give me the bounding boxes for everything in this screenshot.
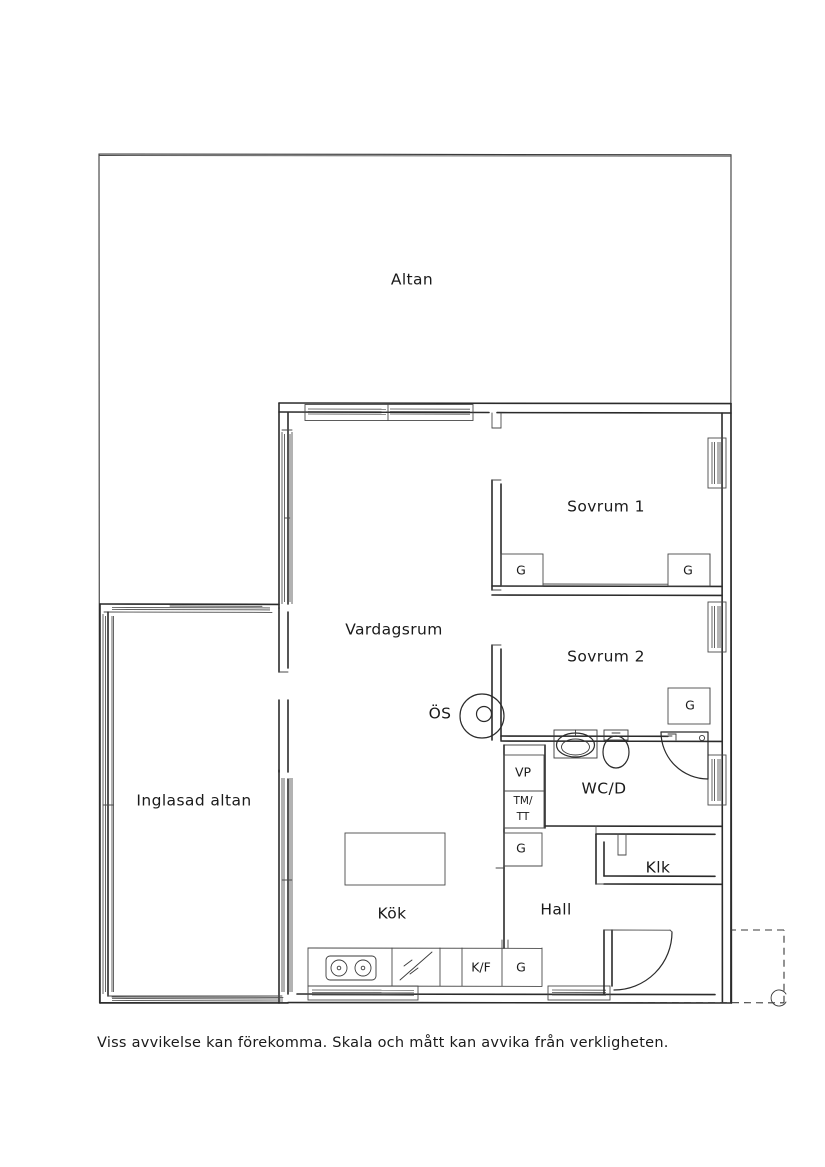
disclaimer-caption: Viss avvikelse kan förekomma. Skala och …: [97, 1035, 669, 1051]
shower-icon: [660, 731, 709, 780]
fixture-label-g-kok: G: [516, 841, 526, 856]
stove-circle-icon: [459, 693, 505, 739]
window-wc-east: [707, 754, 727, 806]
utility-column: [503, 744, 546, 869]
room-label-vardagsrum: Vardagsrum: [345, 621, 443, 639]
inglasad-altan-structure: [99, 603, 293, 1004]
fixture-label-g-sovrum2: G: [685, 698, 695, 713]
kitchen-sink-icon: [325, 955, 377, 981]
window-hall-south: [547, 985, 611, 1001]
room-label-klk: Klk: [646, 859, 671, 877]
fixture-label-g-sovrum1-east: G: [683, 563, 693, 578]
fixture-label-tt: TT: [516, 811, 530, 823]
interior-wall-bedrooms-west: [491, 412, 502, 741]
fixture-label-g-sovrum1-west: G: [516, 563, 526, 578]
kitchen-counter: [307, 939, 543, 987]
room-label-hall: Hall: [540, 901, 571, 919]
vardagsrum-top-sliding-door: [304, 404, 474, 421]
room-label-sovrum-1: Sovrum 1: [567, 498, 645, 516]
veranda-right-glass-door: [278, 699, 293, 992]
sink-icon: [553, 729, 598, 759]
kitchen-hall-wall: [495, 867, 505, 949]
veranda-bottom-glass: [111, 996, 284, 1002]
room-label-inglasad-altan: Inglasad altan: [136, 792, 251, 810]
room-label-kok: Kök: [377, 905, 406, 923]
window-sovrum1-east: [707, 437, 727, 489]
veranda-top-glass: [111, 605, 271, 611]
canopy-dashed-outline: [611, 929, 787, 1007]
fixture-label-os: ÖS: [429, 704, 452, 723]
veranda-left-glass: [102, 614, 114, 994]
toilet-icon: [602, 729, 630, 769]
fixture-label-vp: VP: [515, 765, 532, 780]
room-label-sovrum-2: Sovrum 2: [567, 648, 645, 666]
fixture-label-g-kf: G: [516, 960, 526, 975]
vardagsrum-left-sliding-door: [281, 429, 293, 604]
room-label-wc-d: WC/D: [582, 780, 627, 798]
window-sovrum2-east: [707, 601, 727, 653]
kitchen-table-icon: [344, 832, 446, 886]
fixture-label-kf: K/F: [471, 960, 491, 975]
veranda-right-upper-opening: [278, 607, 289, 673]
stove-icon: [399, 951, 433, 981]
interior-wall-sovrum1-sovrum2: [491, 585, 723, 597]
closet-sovrum2-east: [667, 687, 711, 725]
house-outer-walls: [278, 402, 733, 1004]
closet-sovrum1-west: [500, 553, 544, 587]
hall-entry-door: [603, 929, 673, 995]
room-label-altan: Altan: [391, 271, 433, 289]
window-kok-south: [307, 985, 419, 1001]
closet-sovrum1-east: [667, 553, 711, 587]
klk-walls: [595, 833, 723, 886]
fixture-label-tm: TM/: [512, 795, 532, 807]
